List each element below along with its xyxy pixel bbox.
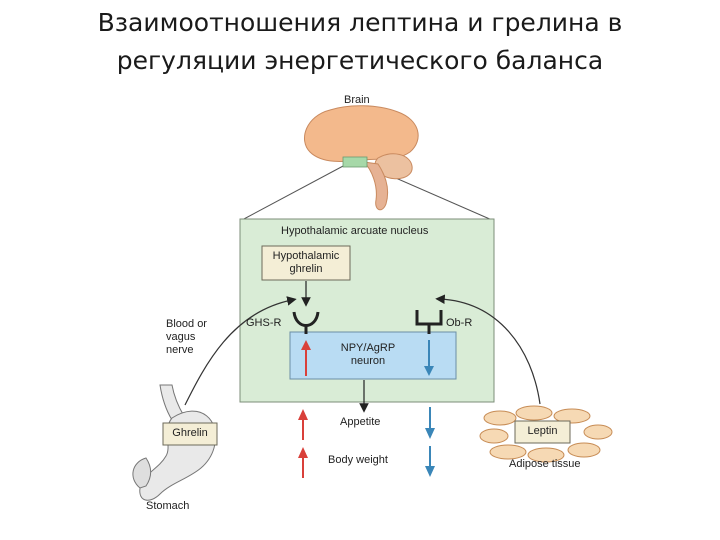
neuron-decrease-arrowhead [424,366,434,376]
title-line-2: регуляции энергетического баланса [116,46,604,75]
appetite-decrease-arrowhead [425,428,435,439]
route-line-2: vagus [166,331,196,343]
ghrelin-signal-path [184,296,297,406]
neuron-line-1: NPY/AgRP [340,342,396,354]
route-line-1: Blood or [166,318,207,330]
hypothalamic-ghrelin-box [261,245,351,281]
stomach-duodenum [132,457,152,489]
adipose-cell [583,424,613,440]
adipose-cell [553,408,591,424]
brain-cerebrum [304,105,419,163]
brain-illustration [304,105,419,211]
hypothalamic-ghrelin-line-2: ghrelin [289,263,323,275]
neuron-increase-arrowhead [301,340,311,350]
adipose-cell [527,447,565,463]
adipose-cell [515,405,553,421]
route-label: Blood or vagus nerve [166,318,207,357]
neuron-label: NPY/AgRP neuron [318,342,418,368]
brain-connector-left [241,164,346,221]
hypothalamus-highlight [342,156,368,168]
body-weight-label: Body weight [328,454,388,466]
leptin-label: Leptin [527,425,558,437]
adipose-cell [489,444,527,460]
body-weight-decrease-arrowhead [425,466,435,477]
adipose-cell [479,428,509,444]
brain-label: Brain [344,94,370,106]
brain-stem [362,161,389,211]
adipose-illustration [479,405,613,463]
ghs-r-label: GHS-R [246,317,282,329]
route-line-3: nerve [166,344,194,356]
nucleus-label: Hypothalamic arcuate nucleus [281,225,429,237]
adipose-cell [567,442,601,458]
neuron-line-2: neuron [350,355,386,367]
hypothalamic-ghrelin-line-1: Hypothalamic [272,250,340,262]
ob-r-label: Ob-R [446,317,473,329]
leptin-box [514,420,571,444]
appetite-increase-arrowhead [298,409,308,420]
slide-title: Взаимоотношения лептина и грелина в регу… [0,4,720,80]
stomach-label: Stomach [146,500,190,512]
hypothalamic-ghrelin-label: Hypothalamic ghrelin [262,250,350,276]
ghrelin-box [162,422,218,446]
adipose-label: Adipose tissue [509,458,581,470]
adipose-cell [483,410,517,426]
appetite-label: Appetite [340,416,381,428]
body-weight-increase-arrowhead [298,447,308,458]
ghs-r-receptor [292,311,320,327]
leptin-signal-path [435,294,541,405]
title-line-1: Взаимоотношения лептина и грелина в [97,8,623,37]
ghrelin-label: Ghrelin [172,427,208,439]
